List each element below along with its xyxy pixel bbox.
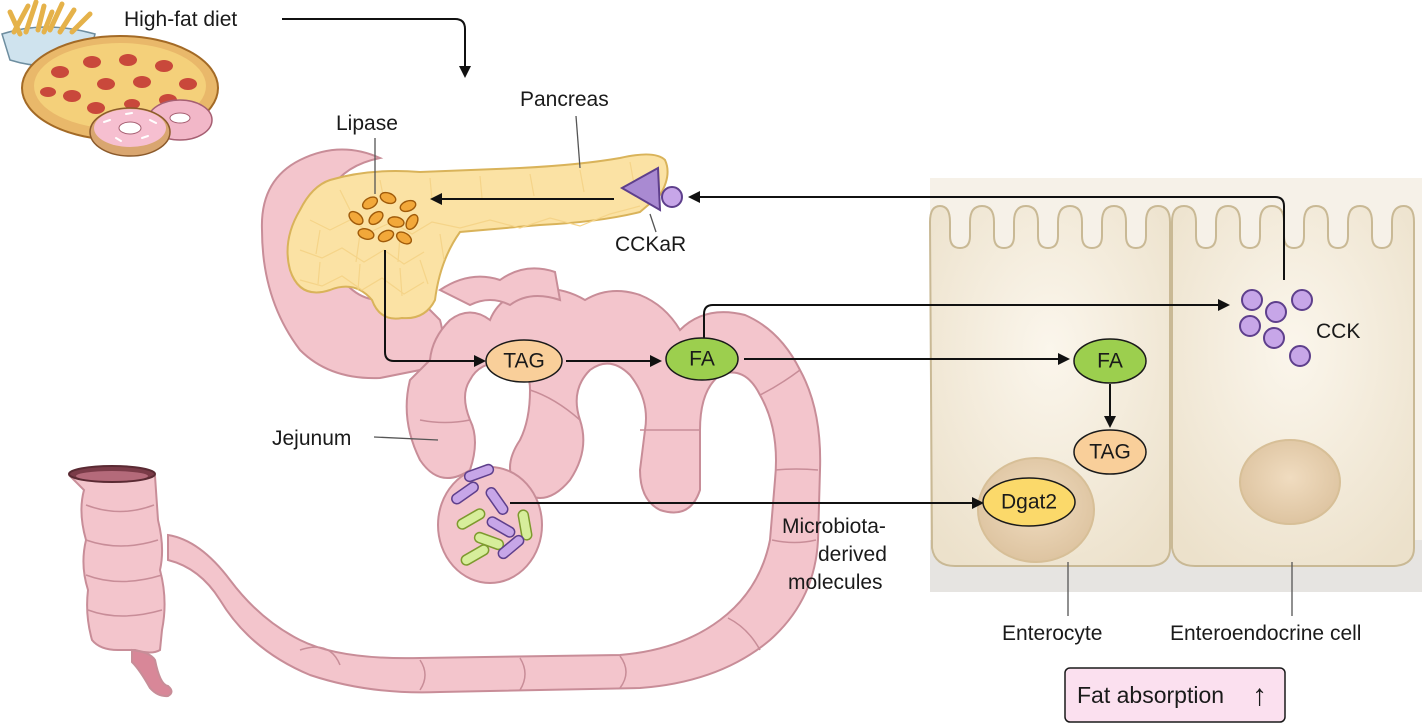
enteroendocrine-cell-body — [1171, 204, 1415, 567]
bacterium-icon — [460, 544, 490, 566]
arrow-lipase-to-tag — [384, 250, 486, 367]
node-dgat2-label: Dgat2 — [1001, 491, 1057, 514]
node-tag-gut-label: TAG — [503, 350, 545, 373]
node-tag-gut: TAG — [485, 339, 563, 383]
cckar-receptor-icon — [619, 166, 662, 212]
cell-panel — [928, 178, 1422, 592]
label-microbiota-line2: derived — [818, 543, 887, 566]
bacterium-icon — [497, 534, 525, 560]
bacterium-icon — [486, 516, 516, 538]
up-arrow-icon: ↑ — [1252, 679, 1267, 712]
node-tag-cell: TAG — [1073, 429, 1147, 475]
pancreas — [286, 153, 683, 320]
node-fa-cell-label: FA — [1097, 350, 1123, 373]
label-lipase: Lipase — [336, 112, 398, 135]
bacteria-cluster — [451, 463, 533, 566]
label-jejunum: Jejunum — [272, 427, 351, 450]
jejunum-upper — [438, 267, 562, 307]
enteroendocrine-nucleus — [1239, 439, 1341, 525]
bacterium-icon — [451, 481, 479, 505]
bacterium-icon — [463, 463, 495, 483]
leader-lines — [373, 115, 1293, 616]
cck-bound-icon — [661, 186, 683, 208]
node-fa-cell: FA — [1073, 338, 1147, 384]
donut-icon — [89, 99, 213, 157]
outcome-box: Fat absorption ↑ — [1064, 667, 1286, 723]
node-dgat2: Dgat2 — [982, 477, 1076, 527]
label-enteroendocrine-cell: Enteroendocrine cell — [1170, 622, 1361, 645]
bacterium-icon — [517, 509, 533, 541]
rectum — [131, 648, 173, 698]
colon-opening-inner — [76, 471, 148, 481]
label-pancreas: Pancreas — [520, 88, 609, 111]
bacterium-icon — [485, 487, 509, 515]
arrows — [384, 191, 1285, 509]
arrow-fa-to-cck — [703, 299, 1230, 338]
node-fa-gut-label: FA — [689, 348, 715, 371]
food-illustration — [1, 0, 219, 157]
label-cckar: CCKaR — [615, 233, 686, 256]
label-microbiota-line3: molecules — [788, 571, 883, 594]
node-tag-cell-label: TAG — [1089, 441, 1131, 464]
node-fa-gut: FA — [665, 337, 739, 381]
arrow-cck-to-receptor — [688, 191, 1285, 280]
cck-granules — [1239, 289, 1313, 367]
outcome-text: Fat absorption — [1077, 682, 1224, 708]
lipase-granules — [348, 191, 419, 245]
intestine-fold-lines — [85, 369, 819, 691]
label-high-fat-diet: High-fat diet — [124, 8, 237, 31]
enterocyte-cell — [928, 204, 1171, 567]
jejunum-loops — [167, 287, 822, 694]
arrow-diet-to-gut — [282, 18, 471, 78]
bacterium-icon — [456, 508, 486, 530]
label-microbiota-line1: Microbiota- — [782, 515, 886, 538]
colon-tube — [68, 468, 166, 654]
label-cck: CCK — [1316, 320, 1360, 343]
label-enterocyte: Enterocyte — [1002, 622, 1102, 645]
